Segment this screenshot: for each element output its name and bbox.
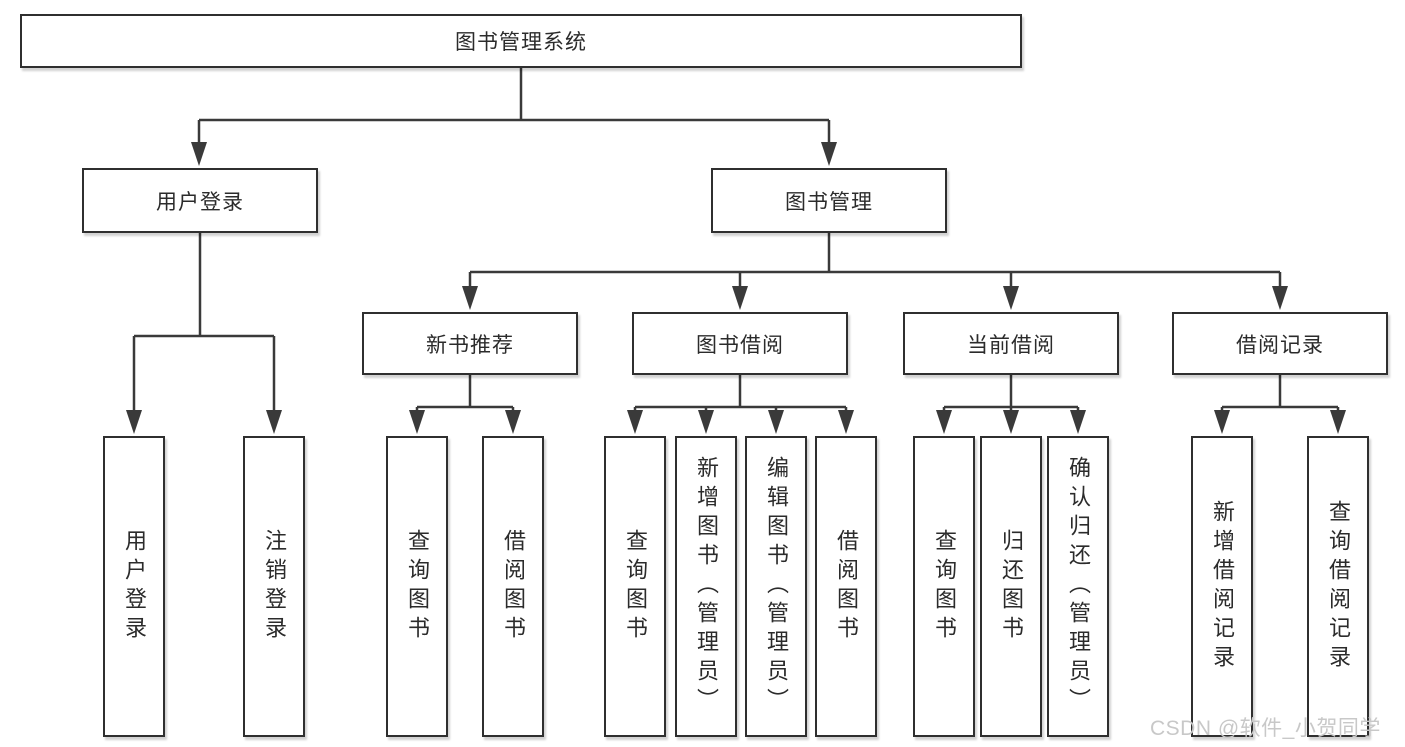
- node-label: 当前借阅: [967, 333, 1055, 357]
- node-library-management-system: 图书管理系统: [20, 14, 1022, 68]
- node-current-borrowing: 当前借阅: [903, 312, 1119, 375]
- leaf-return-book: 归还图书: [980, 436, 1042, 737]
- node-borrowing-records: 借阅记录: [1172, 312, 1388, 375]
- leaf-label: 归还图书: [999, 528, 1024, 645]
- node-user-login: 用户登录: [82, 168, 318, 233]
- node-book-borrowing: 图书借阅: [632, 312, 848, 375]
- node-label: 用户登录: [156, 190, 244, 214]
- leaf-label: 查询图书: [932, 528, 957, 645]
- leaf-label: 新增图书（管理员）: [694, 456, 719, 717]
- arrowheads: [126, 142, 1346, 434]
- leaf-add-borrow-record: 新增借阅记录: [1191, 436, 1253, 737]
- leaf-edit-book-admin: 编辑图书（管理员）: [745, 436, 807, 737]
- leaf-borrow-books-recommend: 借阅图书: [482, 436, 544, 737]
- leaf-query-books-current: 查询图书: [913, 436, 975, 737]
- leaf-borrow-books: 借阅图书: [815, 436, 877, 737]
- leaf-label: 借阅图书: [501, 528, 526, 645]
- node-label: 新书推荐: [426, 333, 514, 357]
- leaf-label: 注销登录: [262, 528, 287, 645]
- leaf-query-borrow-record: 查询借阅记录: [1307, 436, 1369, 737]
- leaf-label: 用户登录: [122, 528, 147, 645]
- leaf-query-books-borrow: 查询图书: [604, 436, 666, 737]
- leaf-label: 查询图书: [405, 528, 430, 645]
- leaf-label: 确认归还（管理员）: [1066, 456, 1091, 717]
- leaf-label: 查询图书: [623, 528, 648, 645]
- node-label: 借阅记录: [1236, 333, 1324, 357]
- leaf-label: 编辑图书（管理员）: [764, 456, 789, 717]
- leaf-user-login: 用户登录: [103, 436, 165, 737]
- node-label: 图书管理系统: [455, 31, 587, 54]
- leaf-label: 借阅图书: [834, 528, 859, 645]
- node-label: 图书借阅: [696, 333, 784, 357]
- node-label: 图书管理: [785, 190, 873, 214]
- leaf-confirm-return-admin: 确认归还（管理员）: [1047, 436, 1109, 737]
- leaf-query-books-recommend: 查询图书: [386, 436, 448, 737]
- leaf-label: 查询借阅记录: [1326, 499, 1351, 674]
- leaf-add-book-admin: 新增图书（管理员）: [675, 436, 737, 737]
- csdn-watermark: CSDN @软件_小贺同学: [1150, 717, 1381, 740]
- node-book-management: 图书管理: [711, 168, 947, 233]
- leaf-logout: 注销登录: [243, 436, 305, 737]
- leaf-label: 新增借阅记录: [1210, 499, 1235, 674]
- node-new-book-recommendation: 新书推荐: [362, 312, 578, 375]
